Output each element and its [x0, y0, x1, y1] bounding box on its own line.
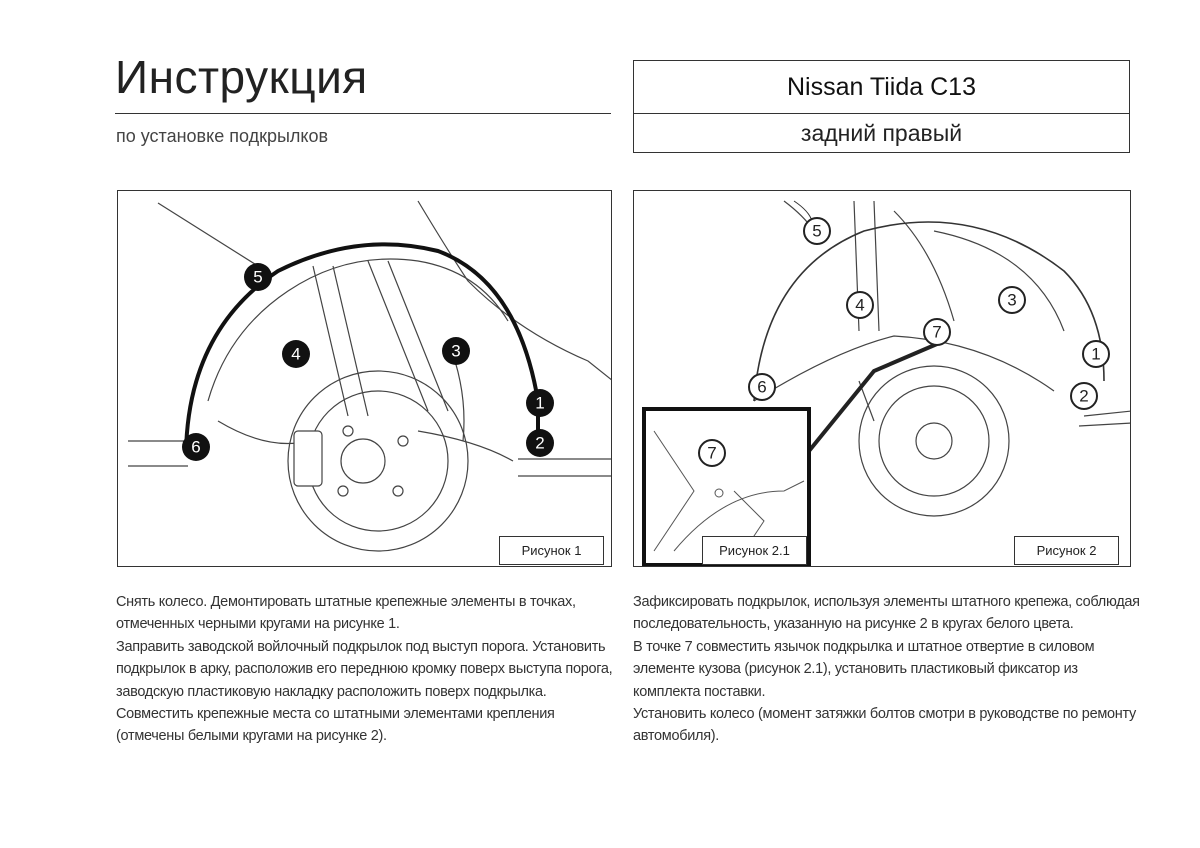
- instruction-line: автомобиля).: [633, 728, 719, 745]
- page-subtitle: по установке подкрылков: [116, 126, 329, 146]
- instruction-line: Заправить заводской войлочный подкрылок …: [116, 638, 606, 655]
- liner-position: задний правый: [800, 120, 963, 146]
- callout-6-label: 6: [191, 438, 200, 457]
- figure-2-caption: Рисунок 2: [1014, 536, 1119, 565]
- figure-2: 7 5 4 3 7 1 2 6 Рисунок 2.1 Рисунок 2: [633, 190, 1131, 567]
- callout-7: [923, 318, 951, 346]
- callout-2: [526, 429, 554, 457]
- callout-6-label: 6: [757, 378, 766, 397]
- instructions-left: Снять колесо. Демонтировать штатные креп…: [116, 591, 616, 748]
- instruction-line: (отмечены белыми кругами на рисунке 2).: [116, 728, 387, 745]
- callout-5: [244, 263, 272, 291]
- callout-1-label: 1: [1091, 345, 1100, 364]
- callout-5-label: 5: [812, 222, 821, 241]
- instruction-line: заводскую пластиковую накладку расположи…: [116, 683, 547, 700]
- instruction-line: отмеченных черными кругами на рисунке 1.: [116, 616, 400, 633]
- callout-2-label: 2: [1079, 387, 1088, 406]
- instructions-right: Зафиксировать подкрылок, используя элеме…: [633, 591, 1143, 748]
- callout-4: [282, 340, 310, 368]
- callout-2-label: 2: [535, 434, 544, 453]
- callout-4-label: 4: [291, 345, 300, 364]
- callout-5-label: 5: [253, 268, 262, 287]
- title-divider: [115, 113, 611, 114]
- callout-3: [442, 337, 470, 365]
- instruction-line: В точке 7 совместить язычок подкрылка и …: [633, 638, 1095, 655]
- callout-1: [526, 389, 554, 417]
- instruction-line: комплекта поставки.: [633, 683, 766, 700]
- figure-1-caption: Рисунок 1: [499, 536, 604, 565]
- callout-5: [803, 217, 831, 245]
- inset-callout-7-label: 7: [707, 444, 716, 463]
- callout-3: [998, 286, 1026, 314]
- callout-1: [1082, 340, 1110, 368]
- inset-callout-7: [698, 439, 726, 467]
- callout-3-label: 3: [1007, 291, 1016, 310]
- instruction-line: Совместить крепежные места со штатными э…: [116, 706, 555, 723]
- figure-2-1-caption: Рисунок 2.1: [702, 536, 807, 565]
- callout-3-label: 3: [451, 342, 460, 361]
- callout-4-label: 4: [855, 296, 864, 315]
- page-title: Инструкция: [115, 51, 368, 103]
- instruction-line: последовательность, указанную на рисунке…: [633, 616, 1074, 633]
- callout-2: [1070, 382, 1098, 410]
- model-info-box: Nissan Tiida C13 задний правый: [633, 60, 1130, 153]
- figure-1-drawing: 5 4 3 1 2 6: [128, 200, 611, 552]
- callout-4: [846, 291, 874, 319]
- callout-7-label: 7: [932, 323, 941, 342]
- callout-1-label: 1: [535, 394, 544, 413]
- instruction-line: Установить колесо (момент затяжки болтов…: [633, 706, 1136, 723]
- figure-2-drawing: 7 5 4 3 7 1 2 6: [642, 200, 1130, 566]
- callout-6: [748, 373, 776, 401]
- figure-1: 5 4 3 1 2 6 Рисунок 1: [117, 190, 612, 567]
- instruction-line: Зафиксировать подкрылок, используя элеме…: [633, 594, 1140, 610]
- instruction-line: элементе кузова (рисунок 2.1), установит…: [633, 661, 1078, 678]
- instruction-line: подкрылок в арку, расположив его передню…: [116, 661, 613, 678]
- callout-6: [182, 433, 210, 461]
- instruction-line: Снять колесо. Демонтировать штатные креп…: [116, 594, 576, 610]
- car-model: Nissan Tiida C13: [634, 61, 1129, 114]
